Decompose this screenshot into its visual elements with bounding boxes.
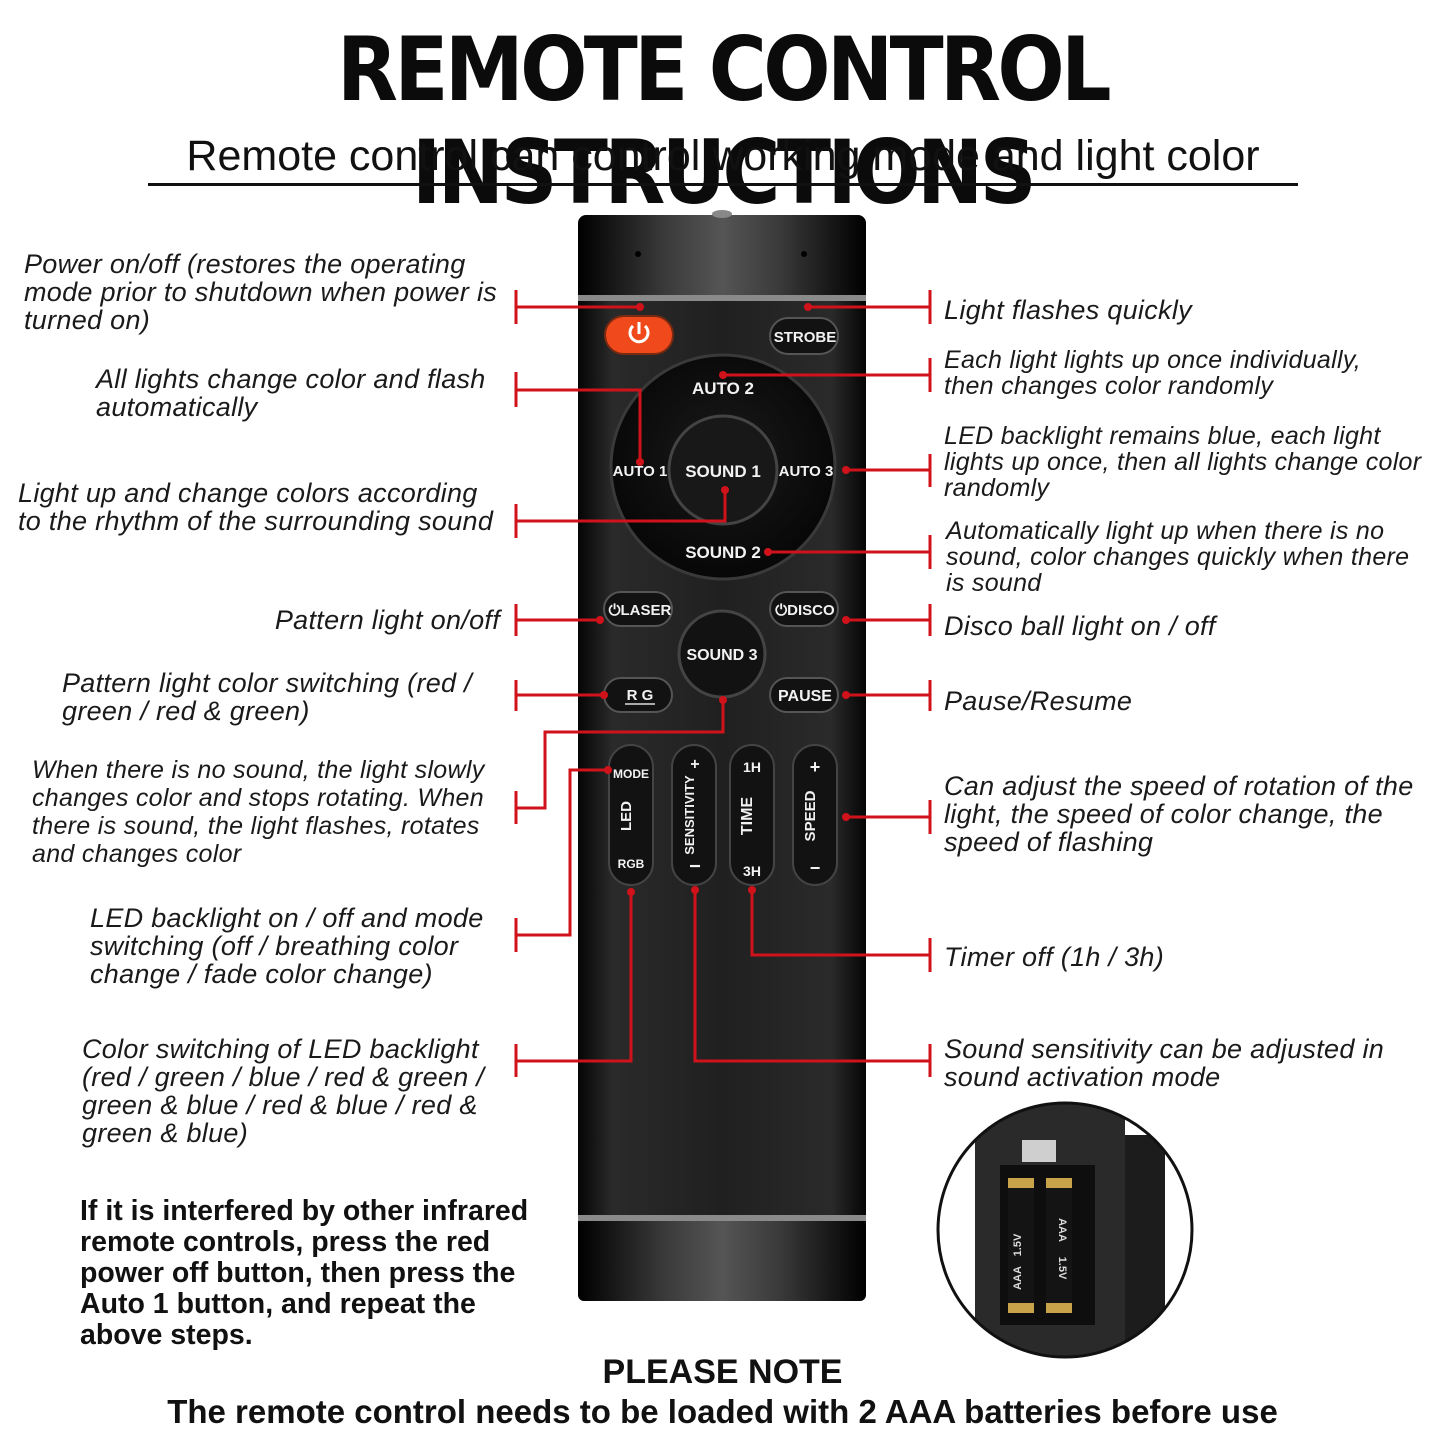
battery-inset: 1.5V AAA AAA 1.5V (936, 1101, 1194, 1359)
power-icon (628, 322, 650, 344)
annotation-sound2: Automatically light up when there is no … (946, 517, 1410, 597)
svg-text:I: I (687, 864, 704, 868)
svg-text:MODE: MODE (613, 767, 649, 781)
sensitivity-rocker[interactable]: SENSITIVITY + I (671, 744, 717, 886)
annotation-pause: Pause/Resume (944, 686, 1133, 716)
note-text: The remote control needs to be loaded wi… (167, 1393, 1278, 1430)
annotation-sound3: When there is no sound, the light slowly… (32, 756, 485, 868)
svg-text:3H: 3H (743, 863, 761, 879)
svg-text:SOUND 3: SOUND 3 (686, 647, 757, 664)
annotation-speed: Can adjust the speed of rotation of the … (944, 771, 1414, 857)
svg-text:RGB: RGB (618, 857, 645, 871)
annotation-sound1: Light up and change colors according to … (18, 478, 494, 536)
leader-dots (596, 303, 850, 896)
sound3-button[interactable]: SOUND 3 (677, 609, 767, 699)
strobe-button[interactable]: STROBE (769, 317, 839, 355)
note-heading: PLEASE NOTE (602, 1353, 843, 1391)
sound1-button[interactable]: SOUND 1 (685, 462, 761, 481)
svg-text:1.5V: 1.5V (1056, 1257, 1068, 1280)
time-rocker[interactable]: 1H TIME 3H (729, 744, 775, 886)
mode-dial: AUTO 2 AUTO 1 SOUND 1 AUTO 3 SOUND 2 (609, 353, 837, 581)
power-button[interactable] (604, 315, 674, 355)
svg-text:SENSITIVITY: SENSITIVITY (682, 775, 697, 855)
svg-text:AAA: AAA (1012, 1266, 1024, 1290)
svg-text:1H: 1H (743, 759, 761, 775)
svg-text:1.5V: 1.5V (1012, 1233, 1024, 1256)
svg-text:STROBE: STROBE (774, 329, 837, 346)
annotation-time: Timer off (1h / 3h) (944, 942, 1165, 972)
annotation-strobe: Light flashes quickly (944, 295, 1192, 325)
svg-text:LED: LED (618, 801, 635, 831)
annotation-disco: Disco ball light on / off (944, 611, 1216, 641)
annotation-rg: Pattern light color switching (red / gre… (62, 668, 472, 726)
svg-text:⏻DISCO: ⏻DISCO (775, 602, 835, 619)
annotation-led-mode: LED backlight on / off and mode switchin… (90, 903, 484, 989)
interference-note: If it is interfered by other infrared re… (80, 1195, 529, 1351)
annotation-power: Power on/off (restores the operating mod… (24, 249, 498, 335)
page-title: REMOTE CONTROL INSTRUCTIONS (336, 18, 1112, 224)
laser-button[interactable]: ⏻LASER (603, 591, 673, 627)
svg-text:R G: R G (627, 687, 654, 704)
led-rocker[interactable]: MODE LED RGB (608, 744, 654, 886)
rg-button[interactable]: R G (603, 677, 673, 713)
leader-lines (514, 290, 932, 1077)
page-subtitle: Remote control can control working mode … (148, 132, 1298, 186)
svg-text:⏻LASER: ⏻LASER (609, 602, 672, 619)
auto3-button[interactable]: AUTO 3 (779, 463, 834, 480)
annotation-laser: Pattern light on/off (274, 605, 500, 635)
auto1-button[interactable]: AUTO 1 (613, 463, 668, 480)
disco-button[interactable]: ⏻DISCO (769, 591, 839, 627)
svg-text:SPEED: SPEED (802, 790, 819, 841)
auto2-button[interactable]: AUTO 2 (692, 379, 754, 398)
sound2-button[interactable]: SOUND 2 (685, 543, 761, 562)
annotation-auto2: Each light lights up once individually, … (944, 346, 1362, 400)
speed-rocker[interactable]: + SPEED − (792, 744, 838, 886)
annotation-auto3: LED backlight remains blue, each light l… (944, 422, 1422, 502)
svg-text:AAA: AAA (1056, 1218, 1068, 1242)
annotation-sensitivity: Sound sensitivity can be adjusted in sou… (944, 1034, 1385, 1092)
svg-text:TIME: TIME (739, 797, 756, 836)
annotation-rgb: Color switching of LED backlight (red / … (82, 1034, 485, 1148)
svg-text:PAUSE: PAUSE (778, 688, 832, 705)
svg-text:−: − (810, 858, 821, 878)
annotation-auto1: All lights change color and flash automa… (96, 364, 486, 422)
pause-button[interactable]: PAUSE (769, 677, 839, 713)
svg-text:+: + (687, 759, 704, 768)
svg-text:+: + (810, 757, 821, 777)
